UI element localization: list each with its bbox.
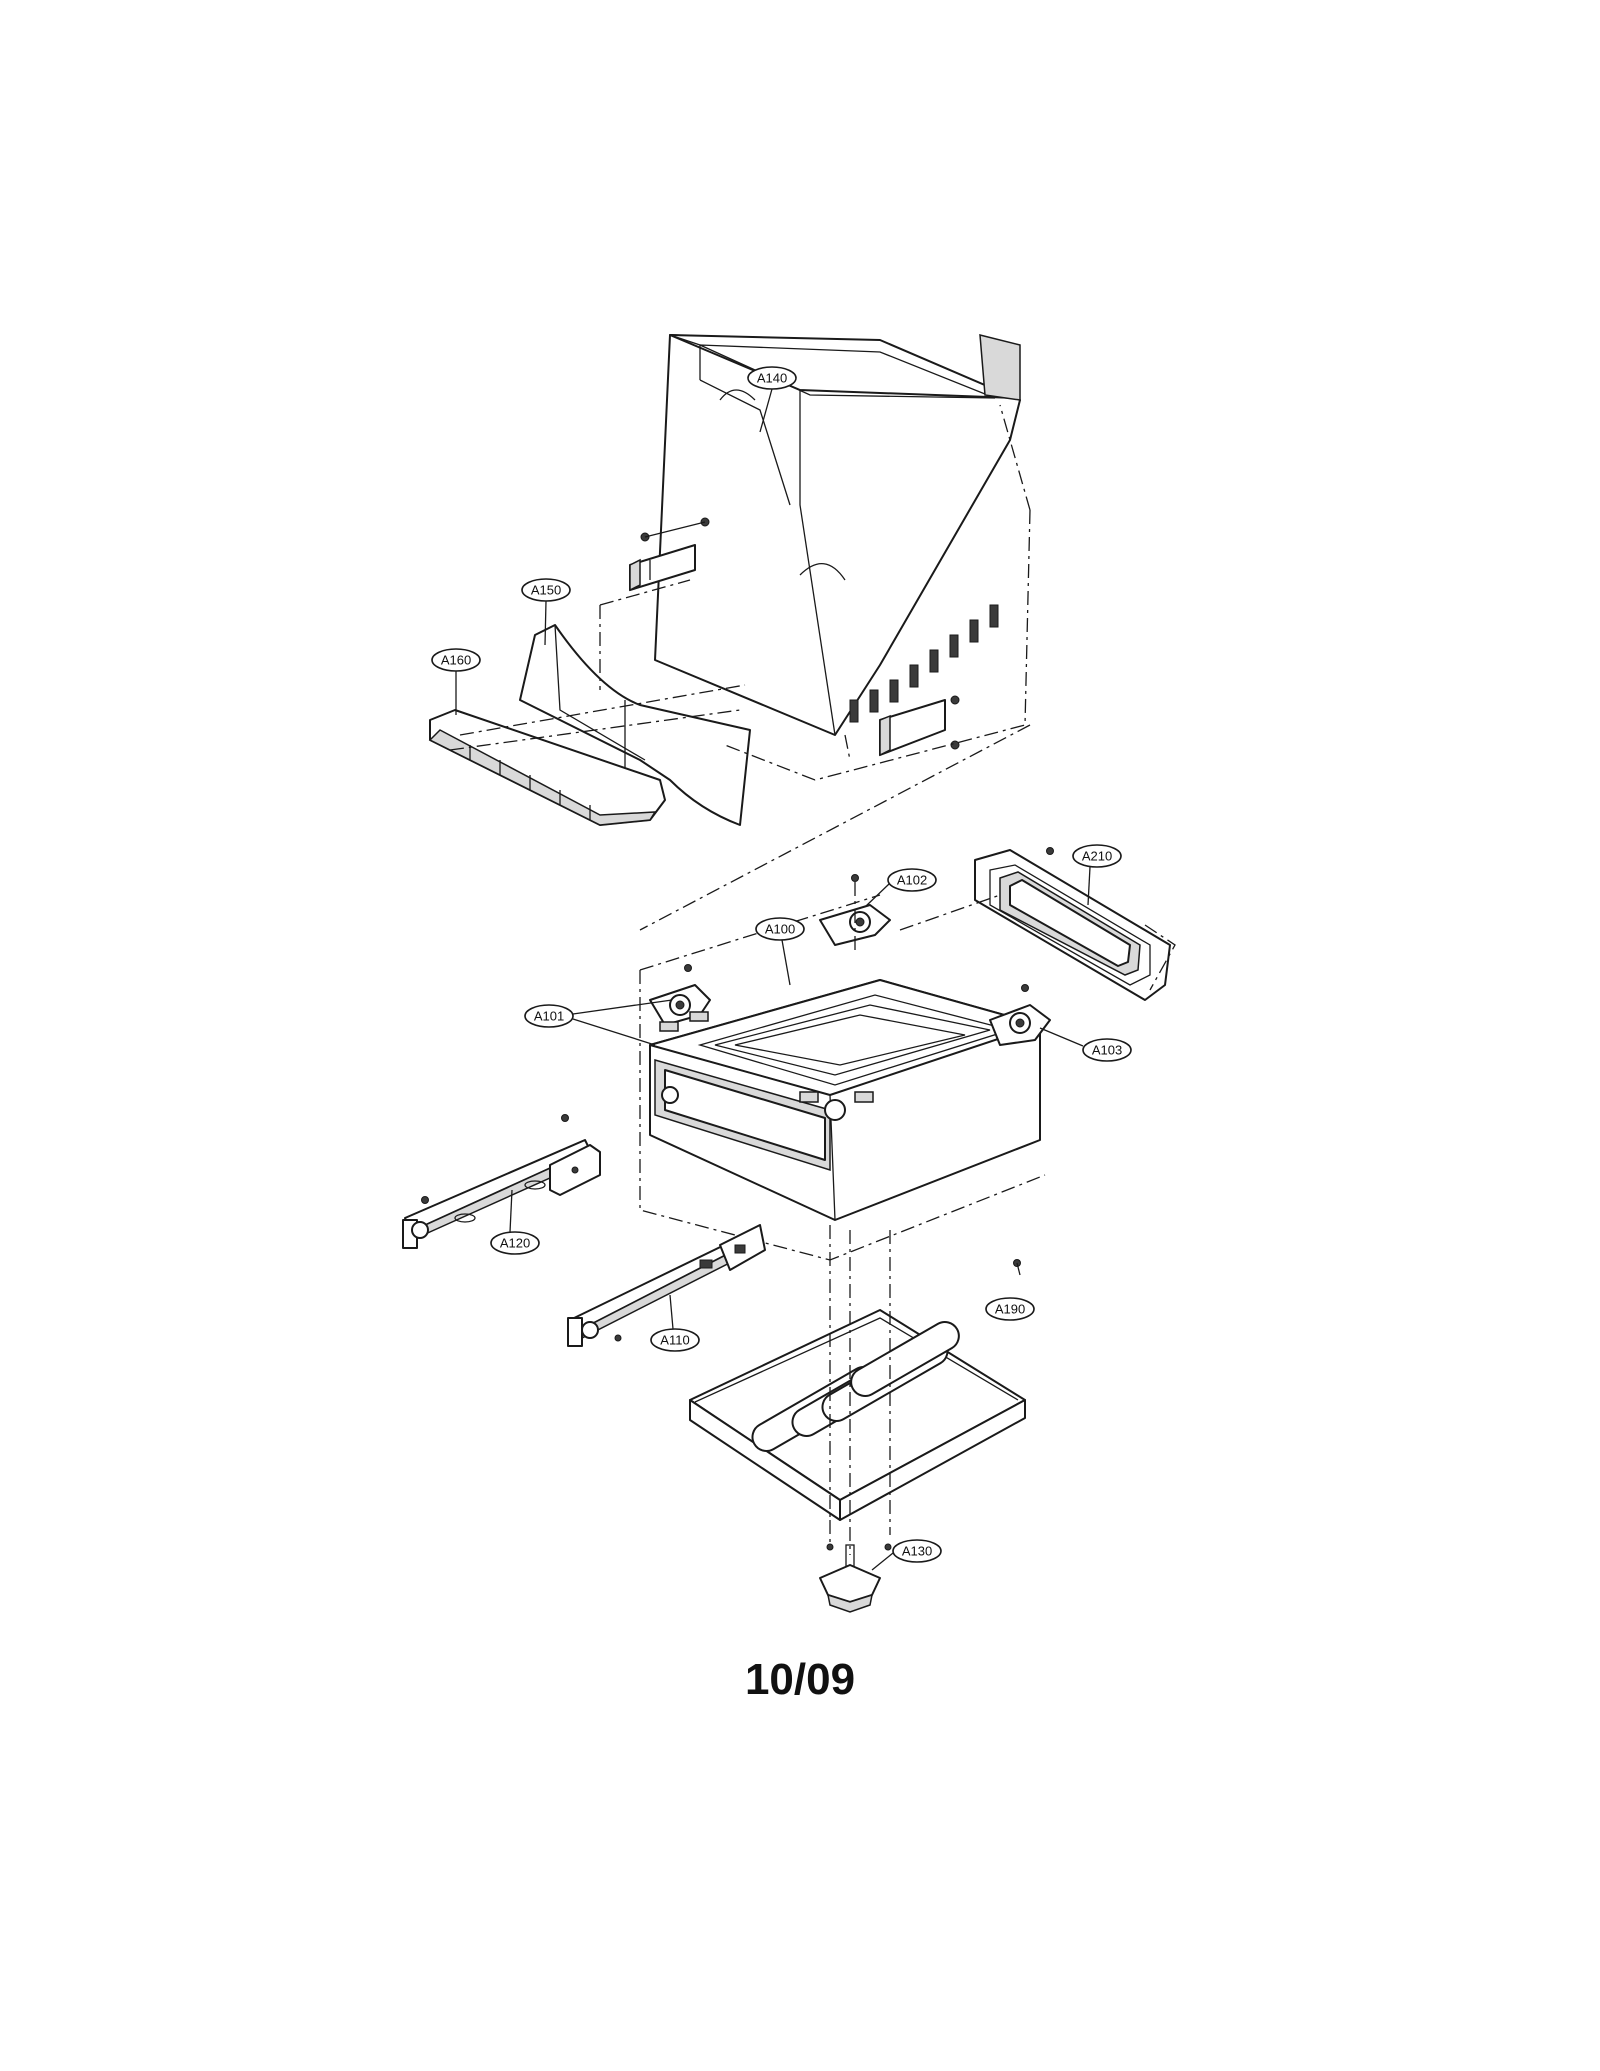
date-code: 10/09 — [744, 1655, 856, 1704]
callout-a140: A140 — [747, 366, 797, 390]
hinge-a103 — [989, 984, 1051, 1046]
svg-text:A102: A102 — [897, 873, 927, 888]
rail-a110 — [567, 1224, 766, 1347]
svg-text:A103: A103 — [1092, 1043, 1122, 1058]
tray-ribs — [751, 1321, 960, 1452]
callout-a101: A101 — [524, 1004, 574, 1028]
drawer-panel-a150 — [519, 624, 751, 826]
basket-bracket-upper — [629, 517, 710, 592]
svg-text:A101: A101 — [534, 1009, 564, 1024]
callout-a102: A102 — [887, 868, 937, 892]
callout-a103: A103 — [1082, 1038, 1132, 1062]
basket-bracket-lower — [879, 695, 960, 757]
base-tray — [689, 1309, 1026, 1521]
screw-a190 — [1013, 1259, 1021, 1276]
svg-text:A100: A100 — [765, 922, 795, 937]
svg-text:A120: A120 — [500, 1236, 530, 1251]
rail-a120 — [402, 1114, 601, 1249]
svg-text:A140: A140 — [757, 371, 787, 386]
callout-a110: A110 — [650, 1328, 700, 1352]
cover-a210 — [974, 847, 1176, 1001]
svg-text:A130: A130 — [902, 1544, 932, 1559]
callout-a160: A160 — [431, 648, 481, 672]
leveling-foot-a130 — [819, 1543, 892, 1613]
callout-a210: A210 — [1072, 844, 1122, 868]
basket-a140 — [654, 334, 1021, 736]
basket-vent-slots — [849, 604, 999, 723]
callout-a190: A190 — [985, 1297, 1035, 1321]
svg-text:A110: A110 — [660, 1333, 689, 1348]
callout-a150: A150 — [521, 578, 571, 602]
hinge-a102 — [819, 874, 891, 955]
housing-a100 — [649, 979, 1041, 1221]
callout-a130: A130 — [892, 1539, 942, 1563]
svg-text:A160: A160 — [441, 653, 471, 668]
svg-text:A150: A150 — [531, 583, 561, 598]
svg-text:A190: A190 — [995, 1302, 1025, 1317]
hinge-a101 — [649, 964, 711, 1032]
svg-text:A210: A210 — [1082, 849, 1112, 864]
drawer-front-a160 — [428, 709, 666, 826]
callout-a120: A120 — [490, 1231, 540, 1255]
callout-a100: A100 — [755, 917, 805, 941]
